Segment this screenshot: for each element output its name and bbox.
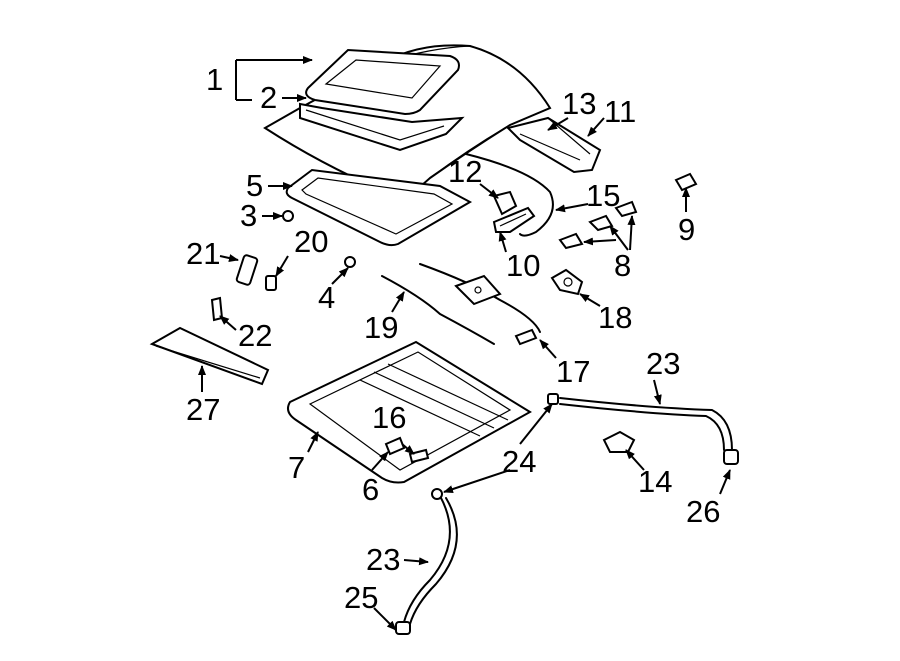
- callout-labels: 1 2 5 3 20 21 4 22 27 19 7 16 6 12 15 10…: [186, 62, 720, 615]
- sunroof-glass-panel: [299, 48, 465, 152]
- latch-14: [602, 430, 636, 453]
- drive-cables-assembly: [381, 263, 541, 346]
- callout-7: 7: [288, 450, 305, 485]
- drive-cable: [465, 153, 554, 237]
- callout-12: 12: [448, 154, 482, 189]
- hose-connector-24: [547, 393, 559, 405]
- leader-lines: [198, 56, 731, 631]
- sunroof-frame-seal: [285, 168, 473, 247]
- callout-25: 25: [344, 580, 378, 615]
- drive-motor-bracket: [492, 190, 536, 233]
- callout-8: 8: [614, 248, 631, 283]
- wind-deflector: [149, 326, 270, 386]
- callout-26: 26: [686, 494, 720, 529]
- callout-1: 1: [206, 62, 223, 97]
- callout-17: 17: [556, 354, 590, 389]
- callout-23-rear: 23: [366, 542, 400, 577]
- callout-13: 13: [562, 86, 596, 121]
- motor-assembly: [550, 268, 584, 296]
- drain-hose-front: [559, 397, 739, 465]
- callout-18: 18: [598, 300, 632, 335]
- callout-2: 2: [260, 80, 277, 115]
- nut-3: [282, 210, 294, 222]
- callout-19: 19: [364, 310, 398, 345]
- callout-5: 5: [246, 168, 263, 203]
- callout-4: 4: [318, 280, 335, 315]
- callout-15: 15: [586, 178, 620, 213]
- callout-23-front: 23: [646, 346, 680, 381]
- retainer-clip-9: [674, 172, 698, 192]
- callout-16: 16: [372, 400, 406, 435]
- cover-20: [265, 275, 277, 291]
- nut-4: [344, 256, 356, 268]
- callout-14: 14: [638, 464, 672, 499]
- callout-6: 6: [362, 472, 379, 507]
- callout-10: 10: [506, 248, 540, 283]
- callout-27: 27: [186, 392, 220, 427]
- sunroof-housing-frame: [287, 340, 532, 484]
- callout-21: 21: [186, 236, 220, 271]
- callout-22: 22: [238, 318, 272, 353]
- callout-11: 11: [604, 94, 636, 129]
- handle-21: [235, 254, 259, 286]
- callout-24: 24: [502, 444, 536, 479]
- drain-hose-rear: [395, 488, 458, 635]
- callout-3: 3: [240, 198, 257, 233]
- callout-9: 9: [678, 212, 695, 247]
- callout-20: 20: [294, 224, 328, 259]
